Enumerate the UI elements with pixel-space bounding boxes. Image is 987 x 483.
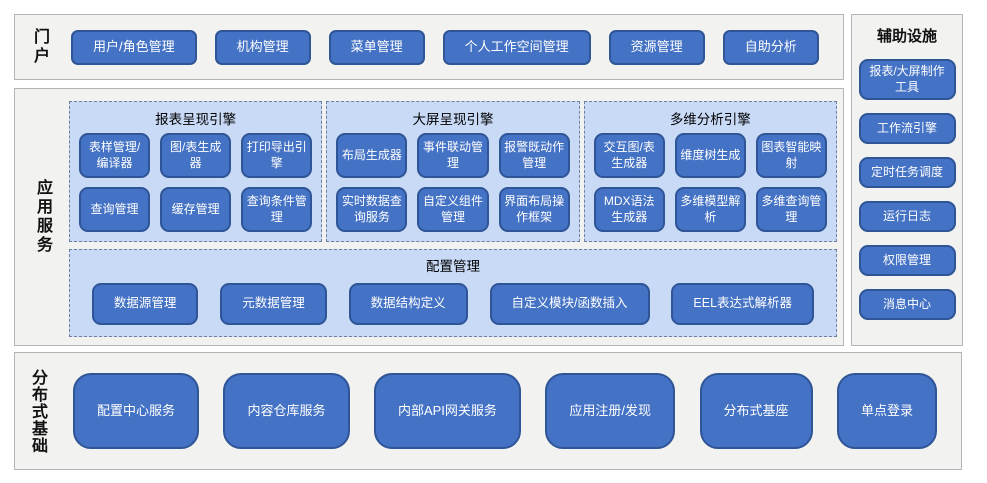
section-auxiliary: 辅助设施 报表/大屏制作工具 工作流引擎 定时任务调度 运行日志 权限管理 消息… [851,14,963,346]
block-query-condition-mgmt: 查询条件管理 [241,187,313,232]
report-engine-title: 报表呈现引擎 [155,112,237,127]
section-distributed-base: 分布式基础 配置中心服务 内容仓库服务 内部API网关服务 应用注册/发现 分布… [14,352,962,470]
config-items: 数据源管理 元数据管理 数据结构定义 自定义模块/函数插入 EEL表达式解析器 [82,280,824,327]
block-menu-mgmt: 菜单管理 [328,29,425,65]
bigscreen-engine-grid: 布局生成器 事件联动管理 报警既动作管理 实时数据查询服务 自定义组件管理 界面… [336,133,570,232]
engine-panels: 报表呈现引擎 表样管理/编译器 图/表生成器 打印导出引擎 查询管理 缓存管理 … [69,101,837,242]
block-app-register-discovery: 应用注册/发现 [545,373,676,449]
panel-report-engine: 报表呈现引擎 表样管理/编译器 图/表生成器 打印导出引擎 查询管理 缓存管理 … [69,101,323,242]
block-alarm-action-mgmt: 报警既动作管理 [498,133,570,178]
block-user-role-mgmt: 用户/角色管理 [71,29,197,65]
block-personal-workspace-mgmt: 个人工作空间管理 [442,29,591,65]
block-self-service-analysis: 自助分析 [722,29,819,65]
block-run-log: 运行日志 [858,201,956,233]
panel-bigscreen-engine: 大屏呈现引擎 布局生成器 事件联动管理 报警既动作管理 实时数据查询服务 自定义… [326,101,580,242]
bigscreen-engine-title: 大屏呈现引擎 [412,112,494,127]
block-distributed-base: 分布式基座 [699,373,813,449]
block-content-repo-service: 内容仓库服务 [223,373,350,449]
block-ui-layout-framework: 界面布局操作框架 [498,187,570,232]
block-permission-mgmt: 权限管理 [858,245,956,277]
app-services-section-label: 应用服务 [34,179,51,255]
block-custom-component-mgmt: 自定义组件管理 [417,187,489,232]
portal-section-label: 门户 [31,28,48,66]
block-dimension-tree-generation: 维度树生成 [674,133,746,178]
olap-engine-title: 多维分析引擎 [669,112,751,127]
block-md-query-mgmt: 多维查询管理 [755,187,827,232]
auxiliary-section-label: 辅助设施 [876,28,937,45]
block-message-center: 消息中心 [858,289,956,321]
distributed-items: 配置中心服务 内容仓库服务 内部API网关服务 应用注册/发现 分布式基座 单点… [51,373,961,449]
block-metadata-mgmt: 元数据管理 [220,282,327,325]
olap-engine-grid: 交互图/表生成器 维度树生成 图表智能映射 MDX语法生成器 多维模型解析 多维… [593,133,827,232]
panel-olap-engine: 多维分析引擎 交互图/表生成器 维度树生成 图表智能映射 MDX语法生成器 多维… [583,101,837,242]
section-app-services: 应用服务 报表呈现引擎 表样管理/编译器 图/表生成器 打印导出引擎 查询管理 … [14,88,844,346]
block-workflow-engine: 工作流引擎 [858,113,956,145]
block-md-model-parsing: 多维模型解析 [674,187,746,232]
block-org-mgmt: 机构管理 [214,29,311,65]
block-custom-module-function-insert: 自定义模块/函数插入 [489,282,650,325]
block-eel-expression-parser: EEL表达式解析器 [671,282,815,325]
block-mdx-syntax-generator: MDX语法生成器 [593,187,665,232]
block-chart-table-generator: 图/表生成器 [160,133,232,178]
block-scheduled-task: 定时任务调度 [858,157,956,189]
section-portal: 门户 用户/角色管理 机构管理 菜单管理 个人工作空间管理 资源管理 自助分析 [14,14,844,80]
app-services-label-col: 应用服务 [15,89,69,345]
block-realtime-data-query-service: 实时数据查询服务 [336,187,408,232]
block-resource-mgmt: 资源管理 [608,29,705,65]
report-engine-grid: 表样管理/编译器 图/表生成器 打印导出引擎 查询管理 缓存管理 查询条件管理 [79,133,313,232]
block-event-linkage-mgmt: 事件联动管理 [417,133,489,178]
config-mgmt-title: 配置管理 [426,259,480,274]
block-chart-smart-mapping: 图表智能映射 [755,133,827,178]
panel-config-mgmt: 配置管理 数据源管理 元数据管理 数据结构定义 自定义模块/函数插入 EEL表达… [69,249,837,337]
block-cache-mgmt: 缓存管理 [160,187,232,232]
block-sso: 单点登录 [836,373,937,449]
block-interactive-chart-generator: 交互图/表生成器 [593,133,665,178]
block-print-export-engine: 打印导出引擎 [241,133,313,178]
block-datasource-mgmt: 数据源管理 [91,282,199,325]
app-services-content: 报表呈现引擎 表样管理/编译器 图/表生成器 打印导出引擎 查询管理 缓存管理 … [69,89,843,345]
block-data-structure-definition: 数据结构定义 [348,282,468,325]
block-style-mgmt-compiler: 表样管理/编译器 [79,133,151,178]
block-config-center-service: 配置中心服务 [73,373,200,449]
portal-items: 用户/角色管理 机构管理 菜单管理 个人工作空间管理 资源管理 自助分析 [57,29,845,65]
distributed-section-label: 分布式基础 [29,368,46,454]
block-layout-generator: 布局生成器 [336,133,408,178]
block-query-mgmt: 查询管理 [79,187,151,232]
block-internal-api-gateway: 内部API网关服务 [373,373,521,449]
block-report-screen-tool: 报表/大屏制作工具 [858,59,956,101]
